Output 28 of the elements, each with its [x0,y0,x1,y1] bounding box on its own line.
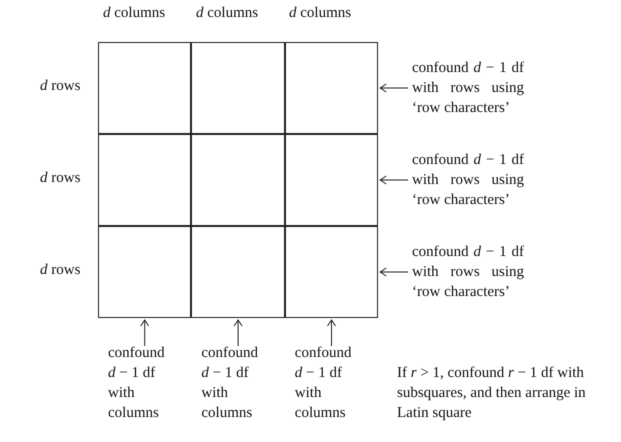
arrow [234,320,243,346]
annotation-text: confound d − 1 df with rows using ‘row characters’ [412,150,524,210]
annotation-text: confound d − 1 df with rows using ‘row characters’ [412,58,524,118]
grid-cell [191,226,285,318]
arrow [140,320,150,346]
grid-cell [284,226,378,318]
annotation-text: confound d − 1 df with columns [294,343,361,423]
annotation-text: confound d − 1 df with columns [108,343,174,423]
grid-cell [98,134,192,226]
note-text: If r > 1, confound r − 1 df with subsquares, and then arrange in Latin square [397,364,587,423]
column-label: d columns [289,4,352,23]
arrow [380,176,408,184]
column-label: d columns [103,4,166,23]
column-label: d columns [196,4,260,23]
grid-cell [191,134,285,226]
annotation-text: confound d − 1 df with columns [201,343,268,423]
row-label: d rows [40,261,82,280]
annotation-text: confound d − 1 df with rows using ‘row characters’ [412,242,524,302]
row-label: d rows [40,169,82,188]
grid-cell [98,42,192,134]
arrow [380,84,408,92]
arrow [327,320,336,346]
grid-cell [284,134,378,226]
grid-cell [191,42,285,134]
grid-cell [98,226,192,318]
row-label: d rows [40,77,82,96]
arrow [380,268,408,276]
grid-cell [284,42,378,134]
